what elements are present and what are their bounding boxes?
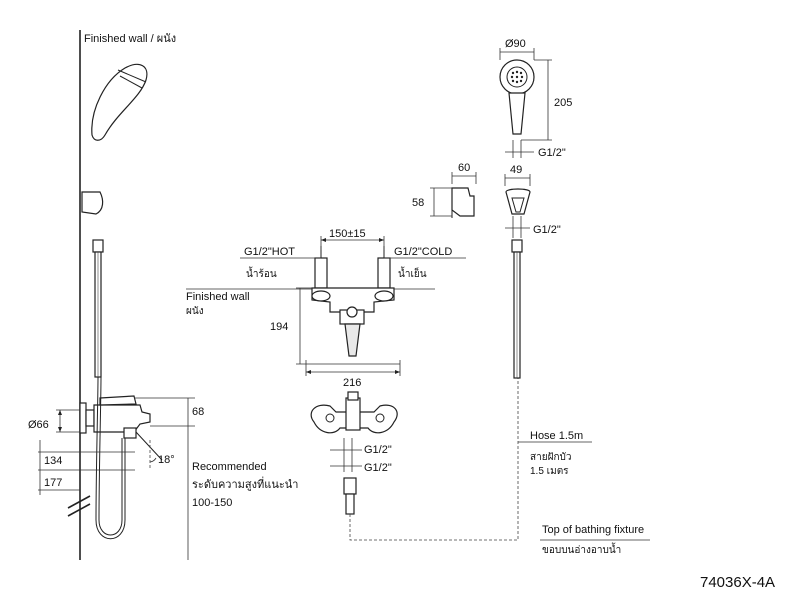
dim-68-label: 68 [192,406,204,418]
recommended-th-label: ระดับความสูงที่แนะนำ [192,476,298,491]
holder-height-label: 58 [412,197,424,209]
angle-label: 18° [158,454,175,466]
holder-front [504,174,531,238]
finished-wall-top-label: Finished wall / ผนัง [84,33,176,45]
head-height-label: 205 [554,97,572,109]
top-fixture-th-label: ขอบบนอ่างอาบน้ำ [542,542,621,556]
center-distance-label: 150±15 [329,228,366,240]
dim-134-label: 134 [44,455,62,467]
recommended-en-label: Recommended [192,461,267,473]
wall-bracket-side [430,172,477,218]
dim-177-label: 177 [44,477,62,489]
mixer-side [79,395,163,461]
hose-loop [95,376,126,540]
cold-inlet-label: G1/2"COLD [394,246,452,258]
holder-diameter-label: 49 [510,164,522,176]
hand-shower-side [91,63,148,141]
hose-front [511,239,592,443]
hot-inlet-label: G1/2"HOT [244,246,295,258]
hot-inlet-th-label: น้ำร้อน [246,266,277,280]
front-g12-1-label: G1/2" [364,444,392,456]
finished-wall-mid-th-label: ผนัง [186,306,204,317]
hose-th-2-label: 1.5 เมตร [530,466,569,477]
body-height-label: 194 [270,321,288,333]
holder-g12-label: G1/2" [533,224,561,236]
body-width-label: 216 [343,377,361,389]
top-fixture-en-label: Top of bathing fixture [542,524,644,536]
hose-en-label: Hose 1.5m [530,430,583,442]
mixer-front-view [310,378,519,541]
head-diameter-label: Ø90 [505,38,526,50]
wall-holder-side [81,191,104,215]
hose-th-1-label: สายฝักบัว [530,452,571,463]
model-code: 74036X-4A [700,574,775,591]
side-view [38,30,195,560]
flange-diameter-label: Ø66 [28,419,49,431]
hand-shower-front [499,48,552,158]
holder-width-label: 60 [458,162,470,174]
mixer-top-view [186,236,466,376]
finished-wall-mid-en-label: Finished wall [186,291,250,303]
front-g12-2-label: G1/2" [364,462,392,474]
recommended-range-label: 100-150 [192,497,232,509]
head-g12-label: G1/2" [538,147,566,159]
cold-inlet-th-label: น้ำเย็น [398,266,427,280]
